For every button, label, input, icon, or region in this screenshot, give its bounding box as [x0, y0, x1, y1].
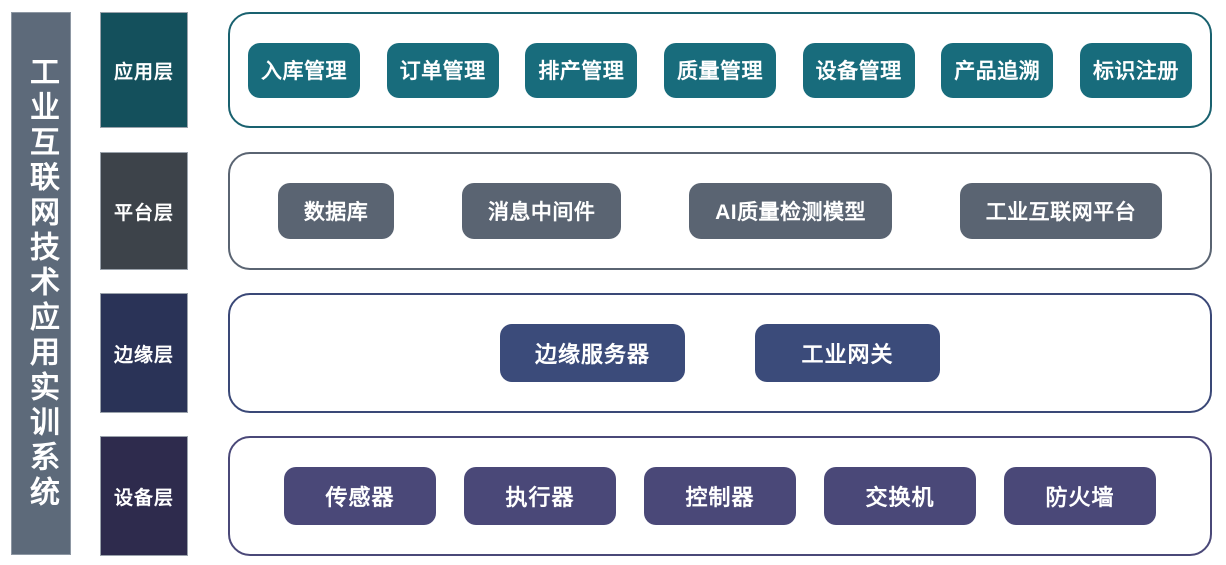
node-shebei-guanli[interactable]: 设备管理: [802, 42, 915, 98]
system-title-bar: 工业互联网技术应用实训系统: [11, 12, 71, 555]
node-chanpin-zhuisu[interactable]: 产品追溯: [941, 42, 1054, 98]
layer-row-device: 设备层 传感器 执行器 控制器 交换机 防火墙: [100, 436, 1212, 556]
node-gongye-wangguan[interactable]: 工业网关: [755, 324, 940, 382]
node-biaoshi-zhuce[interactable]: 标识注册: [1079, 42, 1192, 98]
layer-container-app: 入库管理 订单管理 排产管理 质量管理 设备管理 产品追溯 标识注册: [228, 12, 1212, 128]
layer-container-platform: 数据库 消息中间件 AI质量检测模型 工业互联网平台: [228, 152, 1212, 270]
node-ruku-guanli[interactable]: 入库管理: [248, 42, 360, 98]
node-kongzhiqi[interactable]: 控制器: [644, 467, 796, 525]
node-paichan-guanli[interactable]: 排产管理: [525, 42, 638, 98]
node-jiaohuanji[interactable]: 交换机: [824, 467, 976, 525]
node-strip-platform: 数据库 消息中间件 AI质量检测模型 工业互联网平台: [230, 183, 1210, 239]
node-xiaoxi-zhongjianjian[interactable]: 消息中间件: [461, 183, 622, 239]
layer-row-edge: 边缘层 边缘服务器 工业网关: [100, 293, 1212, 413]
layer-row-app: 应用层 入库管理 订单管理 排产管理 质量管理 设备管理 产品追溯 标识注册: [100, 12, 1212, 128]
node-ai-zhiliang-jiance-moxing[interactable]: AI质量检测模型: [689, 183, 893, 239]
layer-label-edge[interactable]: 边缘层: [100, 293, 188, 413]
node-shujuku[interactable]: 数据库: [277, 183, 395, 239]
node-dingdan-guanli[interactable]: 订单管理: [386, 42, 499, 98]
layer-container-device: 传感器 执行器 控制器 交换机 防火墙: [228, 436, 1212, 556]
layer-container-edge: 边缘服务器 工业网关: [228, 293, 1212, 413]
node-chuanganqi[interactable]: 传感器: [284, 467, 436, 525]
node-zhiliang-guanli[interactable]: 质量管理: [663, 42, 776, 98]
node-zhixingqi[interactable]: 执行器: [464, 467, 616, 525]
node-strip-device: 传感器 执行器 控制器 交换机 防火墙: [230, 467, 1210, 525]
layer-row-platform: 平台层 数据库 消息中间件 AI质量检测模型 工业互联网平台: [100, 152, 1212, 270]
node-strip-edge: 边缘服务器 工业网关: [230, 324, 1210, 382]
layer-label-device[interactable]: 设备层: [100, 436, 188, 556]
node-strip-app: 入库管理 订单管理 排产管理 质量管理 设备管理 产品追溯 标识注册: [230, 42, 1210, 98]
layer-label-platform[interactable]: 平台层: [100, 152, 188, 270]
system-title-text: 工业互联网技术应用实训系统: [25, 56, 58, 511]
node-bianyuan-fuwuqi[interactable]: 边缘服务器: [500, 324, 685, 382]
node-gongye-hulianwang-pingtai[interactable]: 工业互联网平台: [959, 183, 1163, 239]
layer-label-app[interactable]: 应用层: [100, 12, 188, 128]
node-fanghuoqiang[interactable]: 防火墙: [1004, 467, 1156, 525]
